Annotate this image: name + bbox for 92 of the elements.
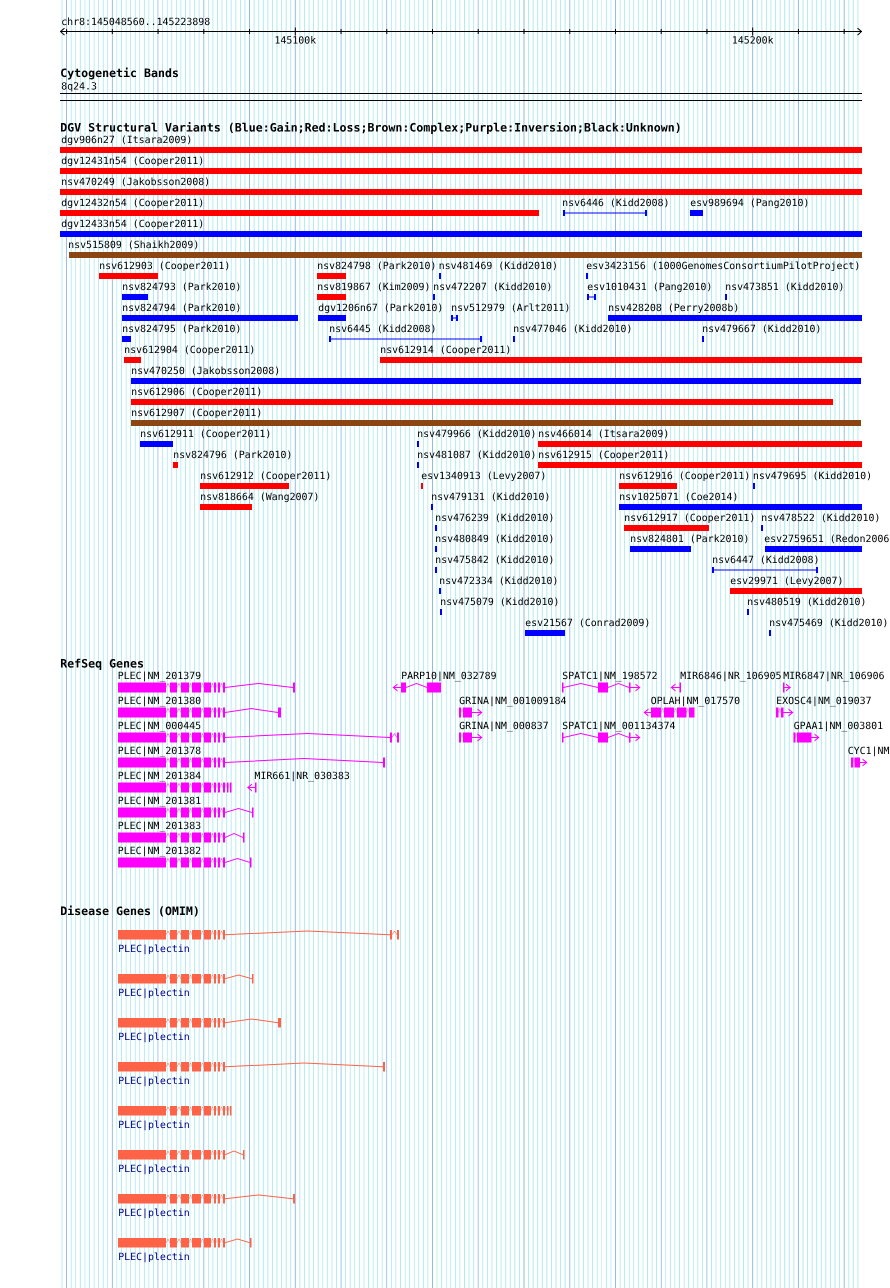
gene-label: PLEC|NM_201379 bbox=[118, 671, 201, 682]
variant-label: esv29971 (Levy2007) bbox=[730, 576, 842, 587]
variant-label: nsv479131 (Kidd2010) bbox=[432, 492, 549, 502]
gene-label: PLEC|plectin bbox=[119, 1252, 189, 1263]
gene-label: SPATC1|NM_198572 bbox=[562, 671, 657, 682]
gene-label: SPATC1|NM_001134374 bbox=[562, 721, 675, 732]
variant-label: esv2759651 (Redon2006 bbox=[764, 534, 889, 544]
variant-label: nsv480849 (Kidd2010) bbox=[436, 534, 553, 544]
gene-label: PLEC|NM_201383 bbox=[118, 821, 201, 832]
variant-label: nsv6445 (Kidd2008) bbox=[330, 324, 435, 334]
gene-label: PLEC|plectin bbox=[119, 944, 189, 955]
track-title: Disease Genes (OMIM) bbox=[61, 905, 198, 917]
variant-label: nsv824795 (Park2010) bbox=[123, 324, 240, 334]
gene-label: MIR6846|NR_106905 bbox=[680, 671, 781, 682]
variant-label: nsv473851 (Kidd2010) bbox=[726, 282, 843, 292]
gene-label: PLEC|NM_201382 bbox=[118, 846, 201, 857]
variant-label: nsv470249 (Jakobsson2008) bbox=[62, 177, 209, 187]
gene-label: PLEC|NM_201384 bbox=[118, 771, 201, 782]
track-title: DGV Structural Variants (Blue:Gain;Red:Loss;Brown:Complex;Purple:Inversion;Black:Unknown) bbox=[61, 122, 680, 134]
gene-label: PLEC|NM_201381 bbox=[118, 796, 201, 807]
variant-label: nsv818664 (Wang2007) bbox=[201, 492, 318, 503]
variant-label: nsv612906 (Cooper2011) bbox=[132, 387, 261, 398]
gene-label: MIR661|NR_030383 bbox=[254, 771, 350, 782]
variant-label: nsv475842 (Kidd2010) bbox=[436, 555, 553, 565]
variant-label: nsv428208 (Perry2008b) bbox=[609, 303, 738, 314]
variant-label: nsv819867 (Kim2009) bbox=[318, 282, 429, 292]
gene-label: OPLAH|NM_017570 bbox=[651, 696, 740, 707]
variant-label: nsv478522 (Kidd2010) bbox=[762, 513, 879, 523]
variant-label: esv21567 (Conrad2009) bbox=[525, 618, 649, 628]
variant-label: nsv1025071 (Coe2014) bbox=[620, 492, 737, 502]
variant-label: nsv479667 (Kidd2010) bbox=[703, 324, 820, 334]
variant-label: nsv472334 (Kidd2010) bbox=[440, 576, 557, 586]
gene-label: PLEC|plectin bbox=[119, 1032, 189, 1043]
variant-label: esv1340913 (Levy2007) bbox=[421, 471, 545, 482]
gene-label: PLEC|NM_000445 bbox=[118, 721, 201, 732]
track-title: RefSeq Genes bbox=[60, 658, 144, 670]
gene-label: PLEC|plectin bbox=[119, 1076, 189, 1087]
variant-label: nsv470250 (Jakobsson2008) bbox=[132, 366, 279, 376]
variant-label: nsv824796 (Park2010) bbox=[174, 450, 291, 460]
variant-label: nsv612911 (Cooper2011) bbox=[141, 429, 270, 440]
variant-label: nsv472207 (Kidd2010) bbox=[434, 282, 551, 292]
variant-label: nsv479966 (Kidd2010) bbox=[418, 429, 535, 439]
tick-label: 145100k bbox=[275, 36, 316, 44]
location-label: chr8:145048560..145223898 bbox=[62, 17, 210, 26]
variant-label: nsv476239 (Kidd2010) bbox=[436, 513, 553, 523]
variant-label: dgv906n27 (Itsara2009) bbox=[61, 135, 191, 146]
gene-label: PARP10|NM_032789 bbox=[402, 671, 496, 682]
tick-label: 145200k bbox=[733, 36, 774, 44]
band-label: 8q24.3 bbox=[61, 82, 97, 92]
gene-label: PLEC|plectin bbox=[119, 1120, 189, 1131]
gene-label: CYC1|NM bbox=[848, 746, 889, 757]
variant-label: esv989694 (Pang2010) bbox=[690, 198, 808, 209]
gene-label: PLEC|plectin bbox=[119, 1164, 189, 1175]
variant-label: nsv612904 (Cooper2011) bbox=[125, 345, 254, 356]
gene-label: GRINA|NM_000837 bbox=[459, 721, 548, 732]
variant-label: esv3423156 (1000GenomesConsortiumPilotProject) bbox=[586, 261, 859, 272]
gene-label: PLEC|plectin bbox=[119, 1208, 189, 1219]
variant-label: nsv824793 (Park2010) bbox=[123, 282, 240, 292]
variant-label: dgv12433n54 (Cooper2011) bbox=[61, 219, 203, 230]
variant-label: nsv612914 (Cooper2011) bbox=[381, 345, 510, 356]
variant-label: nsv466014 (Itsara2009) bbox=[539, 429, 668, 439]
variant-label: nsv612907 (Cooper2011) bbox=[132, 408, 261, 419]
variant-label: nsv824798 (Park2010) bbox=[318, 261, 435, 271]
variant-label: dgv12431n54 (Cooper2011) bbox=[61, 156, 203, 167]
variant-label: nsv475079 (Kidd2010) bbox=[441, 597, 558, 607]
variant-label: nsv480519 (Kidd2010) bbox=[748, 597, 865, 607]
variant-label: dgv12432n54 (Cooper2011) bbox=[61, 198, 203, 209]
variant-label: nsv6446 (Kidd2008) bbox=[563, 198, 668, 208]
variant-label: nsv6447 (Kidd2008) bbox=[713, 555, 818, 565]
variant-label: nsv612917 (Cooper2011) bbox=[625, 513, 754, 524]
gene-label: MIR6847|NR_106906 bbox=[783, 671, 884, 682]
gene-label: GRINA|NM_001009184 bbox=[459, 696, 566, 707]
variant-label: nsv824801 (Park2010) bbox=[631, 534, 748, 544]
variant-label: nsv475469 (Kidd2010) bbox=[770, 618, 887, 628]
gene-label: PLEC|NM_201378 bbox=[118, 746, 201, 757]
variant-label: nsv481087 (Kidd2010) bbox=[418, 450, 535, 460]
variant-label: nsv612916 (Cooper2011) bbox=[620, 471, 749, 482]
variant-label: dgv1206n67 (Park2010) bbox=[318, 303, 442, 314]
variant-label: nsv824794 (Park2010) bbox=[123, 303, 240, 313]
gene-label: PLEC|NM_201380 bbox=[118, 696, 201, 707]
variant-label: nsv477046 (Kidd2010) bbox=[514, 324, 631, 334]
variant-label: nsv515809 (Shaikh2009) bbox=[69, 240, 198, 250]
gene-label: EXOSC4|NM_019037 bbox=[777, 696, 871, 707]
variant-label: nsv612903 (Cooper2011) bbox=[100, 261, 229, 272]
variant-label: nsv612912 (Cooper2011) bbox=[201, 471, 330, 482]
variant-label: nsv612915 (Cooper2011) bbox=[539, 450, 668, 461]
variant-label: esv1010431 (Pang2010) bbox=[587, 282, 711, 293]
variant-label: nsv512979 (Arlt2011) bbox=[452, 303, 569, 313]
variant-label: nsv479695 (Kidd2010) bbox=[753, 471, 871, 481]
gene-label: GPAA1|NM_003801 bbox=[794, 721, 883, 732]
variant-label: nsv481469 (Kidd2010) bbox=[439, 261, 556, 271]
gene-label: PLEC|plectin bbox=[119, 988, 189, 999]
